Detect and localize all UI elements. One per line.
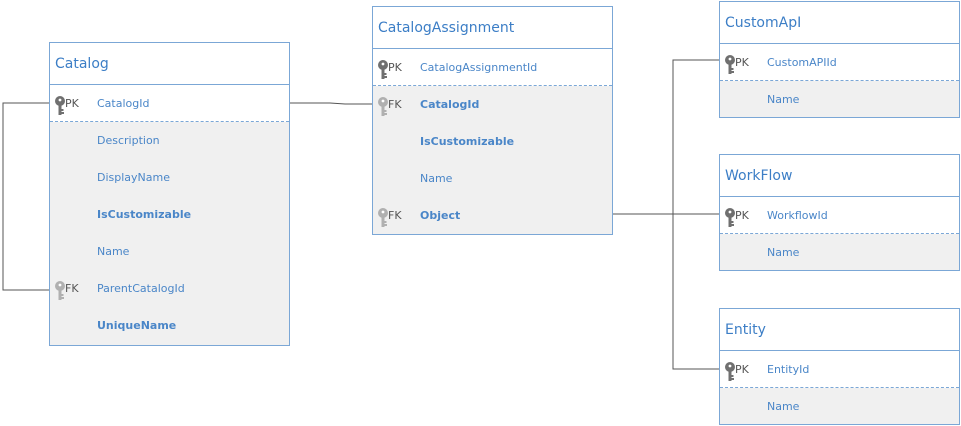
field-row[interactable]: Description [50, 122, 289, 159]
field-row[interactable]: FK CatalogId [373, 86, 612, 123]
assignment-object-to-customapi-relation [672, 59, 720, 214]
foreign-key-icon [54, 279, 66, 300]
key-type-label: PK [388, 61, 402, 74]
field-row[interactable]: FK ParentCatalogId [50, 270, 289, 307]
field-name: Name [97, 245, 130, 258]
field-name: EntityId [767, 363, 810, 376]
field-name: WorkflowId [767, 209, 828, 222]
assignment-object-to-entity-relation [672, 214, 720, 370]
field-row[interactable]: FK Object [373, 197, 612, 234]
field-row[interactable]: DisplayName [50, 159, 289, 196]
key-type-label: FK [388, 209, 402, 222]
field-row[interactable]: PK EntityId [720, 351, 959, 388]
field-row[interactable]: Name [720, 388, 959, 425]
field-name: CatalogId [97, 97, 150, 110]
field-row[interactable]: PK CustomAPIId [720, 44, 959, 81]
field-name: Name [767, 400, 800, 413]
field-name: CustomAPIId [767, 56, 837, 69]
field-row[interactable]: PK CatalogId [50, 85, 289, 122]
field-name: IsCustomizable [97, 208, 192, 221]
field-row[interactable]: PK WorkflowId [720, 197, 959, 234]
field-row[interactable]: PK CatalogAssignmentId [373, 49, 612, 86]
table-title: WorkFlow [720, 155, 959, 197]
field-name: CatalogId [420, 98, 480, 111]
table-title: Entity [720, 309, 959, 351]
table-title: Catalog [50, 43, 289, 85]
table-title: CatalogAssignment [373, 7, 612, 49]
field-row[interactable]: UniqueName [50, 307, 289, 344]
field-row[interactable]: IsCustomizable [50, 196, 289, 233]
foreign-key-icon [377, 95, 389, 116]
key-type-label: PK [735, 56, 749, 69]
field-name: Object [420, 209, 461, 222]
key-type-label: PK [65, 97, 79, 110]
field-name: IsCustomizable [420, 135, 515, 148]
primary-key-icon [724, 206, 736, 227]
catalog-to-assignment-relation [289, 102, 373, 105]
foreign-key-icon [377, 206, 389, 227]
field-name: Name [767, 93, 800, 106]
key-type-label: PK [735, 209, 749, 222]
key-type-label: FK [65, 282, 79, 295]
field-row[interactable]: Name [50, 233, 289, 270]
field-name: ParentCatalogId [97, 282, 185, 295]
field-name: Description [97, 134, 160, 147]
field-name: Name [767, 246, 800, 259]
primary-key-icon [724, 360, 736, 381]
key-type-label: PK [735, 363, 749, 376]
field-name: Name [420, 172, 453, 185]
field-name: DisplayName [97, 171, 170, 184]
primary-key-icon [377, 58, 389, 79]
field-row[interactable]: IsCustomizable [373, 123, 612, 160]
table-title: CustomApI [720, 2, 959, 44]
field-row[interactable]: Name [373, 160, 612, 197]
field-row[interactable]: Name [720, 234, 959, 271]
catalog-parent-self-relation [2, 102, 50, 291]
field-row[interactable]: Name [720, 81, 959, 118]
field-name: UniqueName [97, 319, 177, 332]
primary-key-icon [724, 53, 736, 74]
field-name: CatalogAssignmentId [420, 61, 538, 74]
primary-key-icon [54, 94, 66, 115]
key-type-label: FK [388, 98, 402, 111]
